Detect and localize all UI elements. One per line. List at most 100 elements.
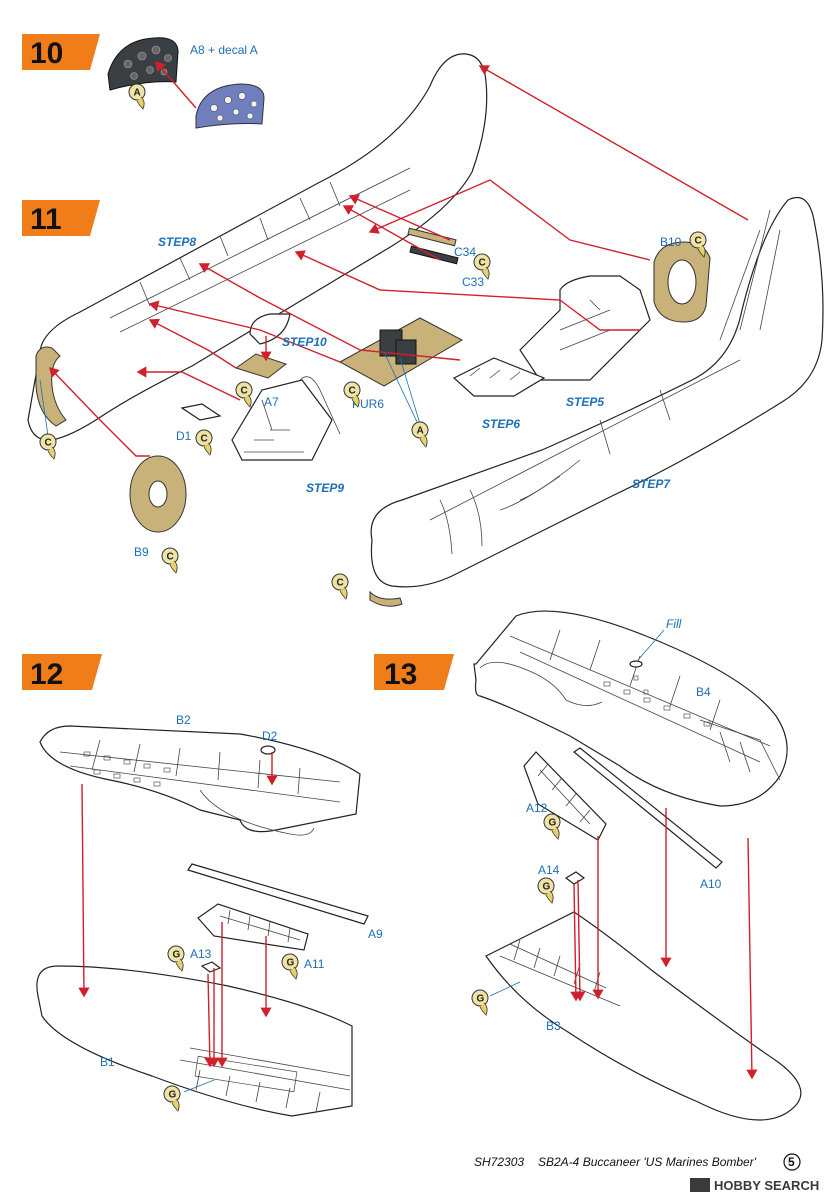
svg-text:C: C bbox=[695, 236, 702, 247]
pur6-lead-1 bbox=[383, 351, 419, 425]
svg-text:C: C bbox=[349, 386, 356, 397]
step-10-arrow bbox=[155, 60, 197, 109]
label-step8: STEP8 bbox=[158, 235, 196, 249]
fuselage-left-half bbox=[27, 53, 488, 441]
upper-wing-holes bbox=[83, 751, 171, 787]
wheel-well-detail bbox=[219, 909, 301, 943]
fuselage-right-mouth bbox=[369, 590, 403, 607]
footer-title: SB2A-4 Buccaneer 'US Marines Bomber' bbox=[538, 1155, 757, 1169]
page-number: 5 bbox=[788, 1155, 795, 1169]
lower-wing-b3-lines bbox=[499, 939, 621, 1007]
step-10-number: 10 bbox=[30, 37, 63, 70]
lower-wing-b1 bbox=[36, 965, 353, 1117]
watermark-text: HOBBY SEARCH bbox=[714, 1178, 819, 1193]
svg-text:G: G bbox=[543, 882, 551, 893]
step-11-arrows bbox=[49, 65, 749, 457]
wheel-well-a12 bbox=[523, 751, 607, 841]
badge-c-b9: C bbox=[161, 547, 179, 574]
badge-g-a11: G bbox=[281, 953, 299, 980]
label-a14: A14 bbox=[538, 863, 560, 877]
part-c33 bbox=[409, 245, 459, 265]
b1-lead bbox=[183, 1079, 215, 1093]
label-fill: Fill bbox=[666, 617, 682, 631]
fuselage-left-frames bbox=[109, 167, 411, 333]
step-13-number: 13 bbox=[384, 658, 417, 691]
upper-wing-b2 bbox=[39, 725, 361, 833]
part-d2 bbox=[260, 745, 276, 755]
badge-g-a13: G bbox=[167, 945, 185, 972]
label-a7: A7 bbox=[264, 395, 279, 409]
step-11: 11 bbox=[22, 53, 824, 607]
badge-g-a14: G bbox=[537, 877, 555, 904]
svg-text:C: C bbox=[201, 434, 208, 445]
label-a13: A13 bbox=[190, 947, 212, 961]
badge-c-a7: C bbox=[235, 381, 253, 408]
label-c34: C34 bbox=[454, 245, 476, 259]
console-detail bbox=[469, 367, 521, 381]
instrument-panel-part bbox=[107, 37, 179, 91]
upper-wing-b4-flap bbox=[699, 719, 781, 781]
step-11-number: 11 bbox=[30, 203, 62, 236]
bulkhead-opening bbox=[667, 259, 697, 305]
label-d1: D1 bbox=[176, 429, 192, 443]
label-step10: STEP10 bbox=[282, 335, 327, 349]
pur6-lead-2 bbox=[399, 357, 421, 425]
svg-text:G: G bbox=[169, 1090, 177, 1101]
badge-c-b10: C bbox=[689, 231, 707, 258]
decal-dials bbox=[210, 92, 258, 122]
badge-c-c33: C bbox=[473, 253, 491, 280]
label-a11: A11 bbox=[304, 957, 325, 971]
label-a10: A10 bbox=[700, 877, 722, 891]
lower-wing-b3 bbox=[485, 911, 802, 1121]
svg-text:G: G bbox=[477, 994, 485, 1005]
badge-g-b3: G bbox=[471, 989, 489, 1016]
svg-text:C: C bbox=[167, 552, 174, 563]
wheel-well-a12-detail bbox=[537, 763, 591, 825]
svg-text:G: G bbox=[287, 958, 295, 969]
svg-text:G: G bbox=[549, 818, 557, 829]
step-11-flag bbox=[22, 200, 100, 236]
step-10: 10 A8 + decal A A bbox=[22, 34, 265, 129]
part-c34 bbox=[407, 227, 457, 247]
lower-wing-lines bbox=[179, 1047, 351, 1113]
footer-code: SH72303 bbox=[474, 1155, 524, 1169]
fuselage-right-panel-lines bbox=[429, 209, 781, 555]
svg-text:C: C bbox=[479, 258, 486, 269]
label-step9: STEP9 bbox=[306, 481, 344, 495]
upper-wing-b4 bbox=[473, 610, 788, 807]
badge-c-intake: C bbox=[39, 433, 57, 460]
rear-seat-detail bbox=[559, 299, 611, 351]
badge-a-pur6: A bbox=[411, 421, 429, 448]
footer: SH72303 SB2A-4 Buccaneer 'US Marines Bom… bbox=[474, 1153, 801, 1171]
console-step6 bbox=[452, 357, 546, 397]
label-d2: D2 bbox=[262, 729, 278, 743]
label-c33: C33 bbox=[462, 275, 484, 289]
svg-text:C: C bbox=[45, 438, 52, 449]
step-10-flag bbox=[22, 34, 100, 70]
part-a13 bbox=[200, 961, 222, 973]
badge-c-mouth: C bbox=[331, 573, 349, 600]
part-d1 bbox=[180, 403, 222, 421]
label-step6: STEP6 bbox=[482, 417, 520, 431]
label-a9: A9 bbox=[368, 927, 383, 941]
label-a8-decal: A8 + decal A bbox=[190, 43, 258, 57]
svg-text:G: G bbox=[173, 950, 181, 961]
nose-ring-hole bbox=[148, 480, 168, 508]
spar-a10 bbox=[572, 747, 723, 869]
part-a14 bbox=[564, 871, 586, 885]
panel-dials bbox=[123, 45, 172, 80]
upper-wing-b4-cutout bbox=[479, 661, 603, 706]
rear-seat-assembly bbox=[519, 275, 651, 381]
label-b2: B2 bbox=[176, 713, 191, 727]
label-step7: STEP7 bbox=[632, 477, 671, 491]
page-number-circle bbox=[783, 1153, 801, 1171]
fill-lead bbox=[637, 629, 665, 661]
step-12-number: 12 bbox=[30, 658, 63, 691]
fuselage-right-half bbox=[370, 196, 824, 588]
label-b3: B3 bbox=[546, 1019, 561, 1033]
svg-text:C: C bbox=[337, 578, 344, 589]
badge-g-a12: G bbox=[543, 813, 561, 840]
label-a12: A12 bbox=[526, 801, 548, 815]
upper-wing-b4-holes bbox=[603, 675, 711, 727]
step-13: 13 Fill B4 A12 bbox=[374, 610, 802, 1121]
